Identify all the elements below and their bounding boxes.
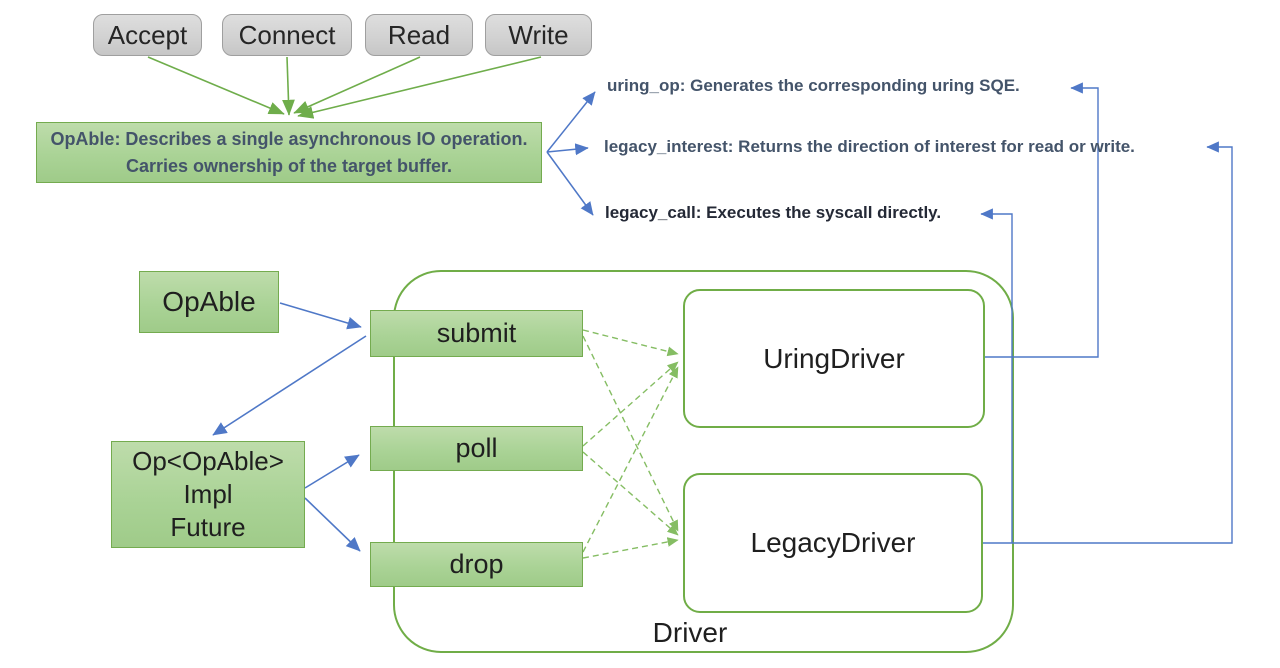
drop-label: drop [449, 549, 504, 579]
opable-description-line1: OpAble: Describes a single asynchronous … [50, 128, 528, 149]
annotation-uring-op: uring_op: Generates the corresponding ur… [607, 76, 1020, 95]
legacy-driver-label: LegacyDriver [750, 527, 916, 558]
poll-method-box: poll [370, 426, 583, 471]
opable-node: OpAble [139, 271, 279, 333]
edge-connect-to-opable [282, 56, 295, 116]
operation-box-read: Read [365, 14, 473, 56]
annotation-legacy-call: legacy_call: Executes the syscall direct… [605, 203, 942, 222]
op-impl-future-node: Op<OpAble> Impl Future [111, 441, 305, 548]
opable-description-box: OpAble: Describes a single asynchronous … [36, 122, 542, 183]
operation-label: Write [508, 19, 569, 50]
edge-legacydriver-to-legacy-interest [983, 141, 1233, 544]
operation-box-accept: Accept [93, 14, 202, 56]
opable-description-line2: Carries ownership of the target buffer. [125, 155, 453, 176]
poll-label: poll [455, 433, 498, 463]
edge-read-to-opable [293, 56, 421, 114]
legacy-driver-box: LegacyDriver [683, 473, 983, 613]
submit-label: submit [436, 318, 517, 348]
drop-method-box: drop [370, 542, 583, 587]
edge-opimpl-to-poll [304, 454, 360, 489]
operation-label: Connect [238, 19, 336, 50]
op-impl-line: Impl [183, 479, 233, 509]
opable-node-label: OpAble [162, 286, 256, 317]
edge-write-to-opable [297, 56, 542, 119]
edge-opable-to-uring-op [546, 91, 596, 153]
op-impl-line: Op<OpAble> [132, 446, 284, 476]
operation-label: Read [387, 19, 451, 50]
uring-driver-label: UringDriver [763, 342, 905, 374]
edge-opimpl-to-drop [304, 497, 361, 552]
operation-label: Accept [107, 19, 188, 50]
driver-container-label: Driver [652, 617, 728, 648]
operation-box-connect: Connect [222, 14, 352, 56]
submit-method-box: submit [370, 310, 583, 357]
edge-opable-to-submit [279, 302, 362, 330]
annotation-legacy-interest: legacy_interest: Returns the direction o… [604, 137, 1135, 156]
operation-box-write: Write [485, 14, 592, 56]
edge-opable-to-legacy-interest [546, 143, 589, 156]
uring-driver-box: UringDriver [683, 289, 985, 428]
edge-opable-to-legacy-call [546, 151, 594, 216]
edge-accept-to-opable [147, 56, 285, 115]
op-impl-line: Future [170, 512, 246, 542]
edge-submit-to-opimpl [212, 335, 367, 436]
